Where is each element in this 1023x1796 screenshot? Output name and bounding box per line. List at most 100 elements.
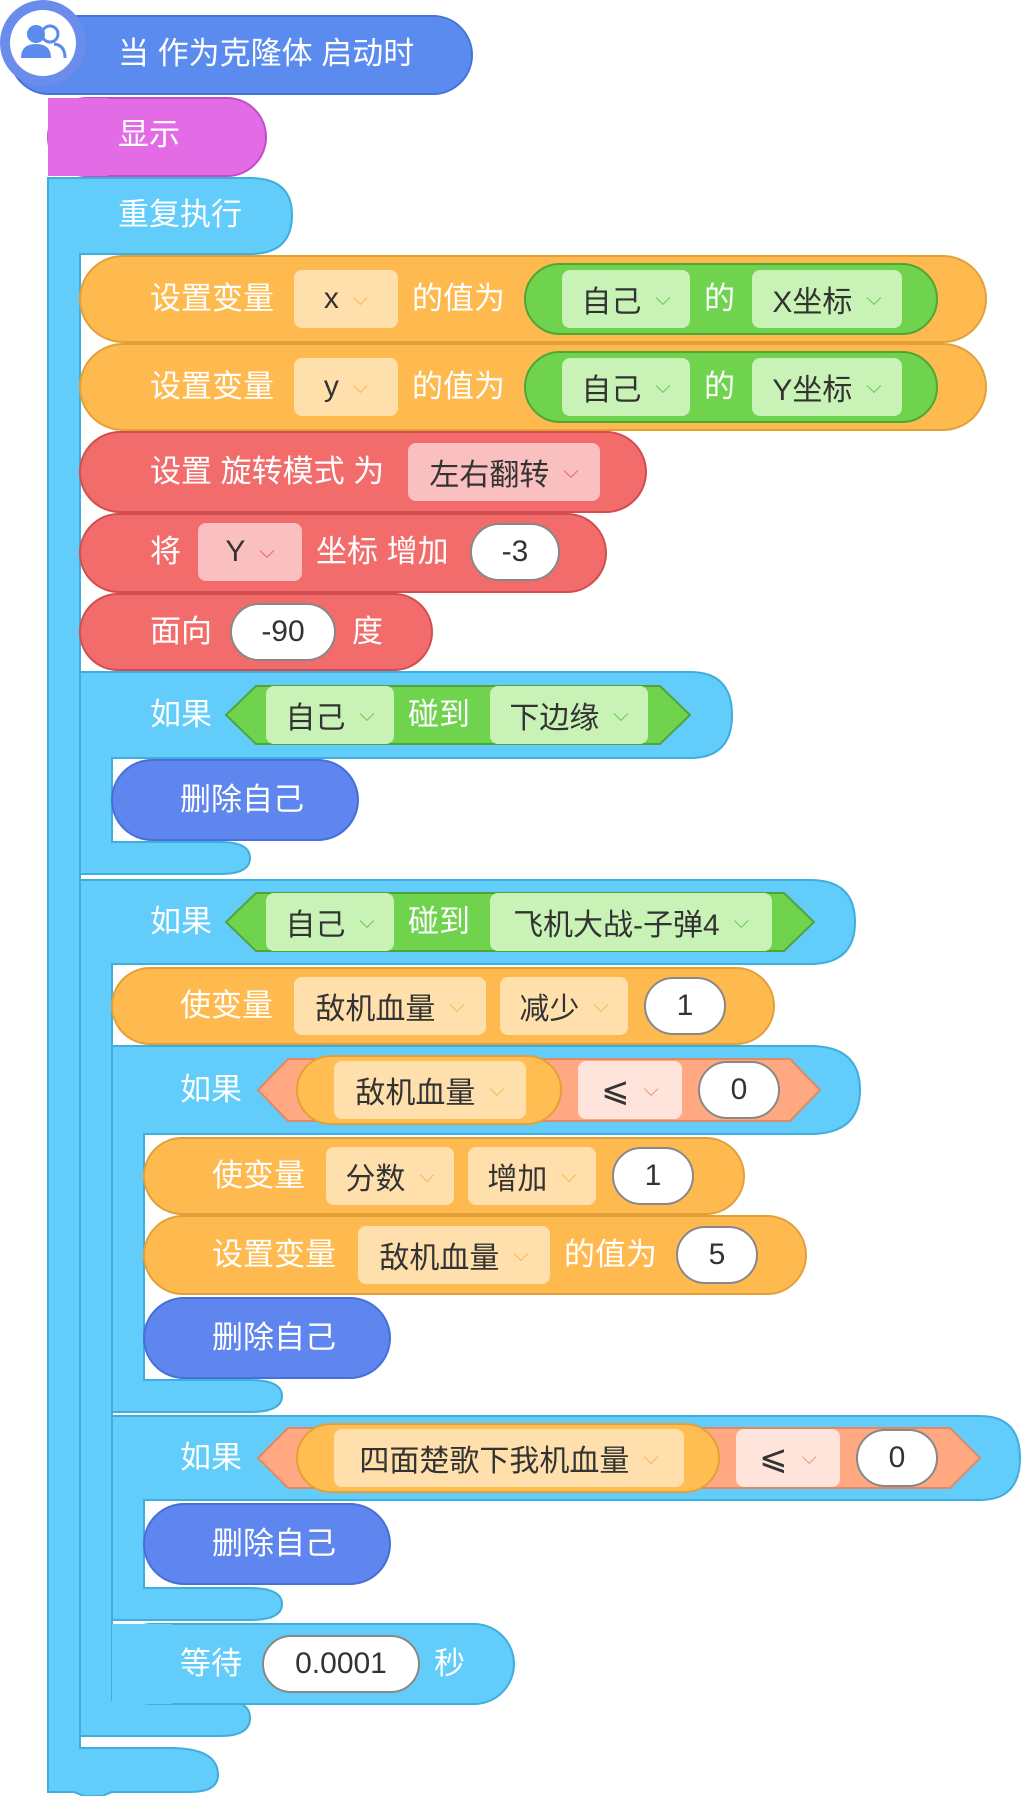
sety-prop-value: Y坐标 (772, 374, 853, 407)
setx-of-label: 的 (704, 281, 735, 316)
rotate-mode-dropdown[interactable]: 左右翻转⌵ (408, 443, 600, 501)
if3-var-dropdown[interactable]: 敌机血量 ⌵ (334, 1061, 526, 1119)
chevron-down-icon: ⌵ (359, 911, 375, 933)
sethp-var-value: 敌机血量 (379, 1242, 500, 1275)
if2-target-dropdown[interactable]: 飞机大战-子弹4 ⌵ (490, 893, 772, 951)
changey-axis-value: Y (225, 535, 246, 568)
sethp-mid-label: 的值为 (564, 1237, 657, 1272)
repeat-block-shape[interactable] (47, 177, 294, 1796)
changey-label: 将 (150, 534, 181, 569)
if3-var-value: 敌机血量 (355, 1077, 476, 1110)
del3-label: 删除自己 (212, 1526, 336, 1561)
chevron-down-icon: ⌵ (655, 376, 671, 398)
if4-cmp-dropdown[interactable]: ⩽⌵ (736, 1429, 840, 1487)
del1-block-shape[interactable] (111, 759, 359, 841)
sethp-var-dropdown[interactable]: 敌机血量 ⌵ (358, 1226, 550, 1284)
del2-block-shape[interactable] (143, 1297, 391, 1379)
if2-label: 如果 (150, 904, 212, 939)
del3-block-shape[interactable] (143, 1503, 391, 1585)
chevron-down-icon: ⌵ (593, 995, 609, 1017)
chgscore-op-value: 增加 (487, 1163, 548, 1196)
if1-target-dropdown[interactable]: 下边缘 ⌵ (490, 686, 648, 744)
setx-var-dropdown[interactable]: x⌵ (294, 270, 398, 328)
if2-target-value: 飞机大战-子弹4 (513, 909, 720, 942)
users-icon (10, 10, 76, 76)
changey-axis-dropdown[interactable]: Y⌵ (198, 523, 302, 581)
sethp-label: 设置变量 (212, 1237, 336, 1272)
show-label: 显示 (118, 117, 180, 152)
setx-prop-value: X坐标 (772, 286, 853, 319)
del2-label: 删除自己 (212, 1320, 336, 1355)
chghp-value-input[interactable]: 1 (644, 977, 726, 1035)
chgscore-var-dropdown[interactable]: 分数 ⌵ (326, 1147, 454, 1205)
chevron-down-icon: ⌵ (352, 376, 369, 398)
if1-target-value: 下边缘 (509, 702, 600, 735)
setx-obj-dropdown[interactable]: 自己 ⌵ (562, 270, 690, 328)
face-value-input[interactable]: -90 (230, 603, 336, 661)
chghp-var-value: 敌机血量 (315, 993, 436, 1026)
chevron-down-icon: ⌵ (449, 995, 465, 1017)
wait-label: 等待 (180, 1646, 242, 1681)
if1-label: 如果 (150, 697, 212, 732)
if4-label: 如果 (180, 1440, 242, 1475)
if3-value-input[interactable]: 0 (698, 1061, 780, 1119)
changey-value-input[interactable]: -3 (470, 523, 560, 581)
chevron-down-icon: ⌵ (801, 1447, 817, 1469)
chgscore-value-input[interactable]: 1 (612, 1147, 694, 1205)
chghp-op-value: 减少 (519, 993, 580, 1026)
setx-obj-value: 自己 (581, 286, 642, 319)
if4-cmp-value: ⩽ (759, 1439, 788, 1477)
chevron-down-icon: ⌵ (733, 911, 749, 933)
if2-block-shape[interactable] (79, 879, 857, 1737)
if3-label: 如果 (180, 1072, 242, 1107)
chevron-down-icon: ⌵ (613, 704, 629, 726)
hat-label: 当 作为克隆体 启动时 (118, 36, 415, 71)
rotate-label: 设置 旋转模式 为 (150, 454, 385, 489)
sety-prop-dropdown[interactable]: Y坐标⌵ (752, 358, 902, 416)
chevron-down-icon: ⌵ (513, 1244, 529, 1266)
sety-var-value: y (323, 370, 339, 403)
if1-obj-dropdown[interactable]: 自己⌵ (266, 686, 394, 744)
chevron-down-icon: ⌵ (259, 541, 275, 563)
repeat-label: 重复执行 (118, 197, 242, 232)
setx-label: 设置变量 (150, 281, 274, 316)
if1-obj-value: 自己 (285, 702, 346, 735)
chevron-down-icon: ⌵ (655, 288, 671, 310)
chgscore-var-value: 分数 (345, 1163, 406, 1196)
chghp-label: 使变量 (180, 988, 273, 1023)
del1-label: 删除自己 (180, 782, 304, 817)
show-left-square (48, 98, 108, 176)
sety-mid-label: 的值为 (412, 369, 505, 404)
chevron-down-icon: ⌵ (866, 288, 882, 310)
wait-left-square (112, 1624, 172, 1704)
if2-touch-label: 碰到 (408, 904, 470, 939)
setx-prop-dropdown[interactable]: X坐标 ⌵ (752, 270, 902, 328)
if4-value-input[interactable]: 0 (856, 1429, 938, 1487)
chevron-down-icon: ⌵ (643, 1447, 659, 1469)
sety-var-dropdown[interactable]: y⌵ (294, 358, 398, 416)
chgscore-op-dropdown[interactable]: 增加 ⌵ (468, 1147, 596, 1205)
chevron-down-icon: ⌵ (419, 1165, 435, 1187)
sety-of-label: 的 (704, 369, 735, 404)
chevron-down-icon: ⌵ (643, 1079, 659, 1101)
setx-var-value: x (323, 282, 339, 315)
chevron-down-icon: ⌵ (561, 1165, 577, 1187)
chghp-var-dropdown[interactable]: 敌机血量 ⌵ (294, 977, 486, 1035)
rotate-mode-value: 左右翻转 (429, 459, 550, 492)
if2-obj-dropdown[interactable]: 自己⌵ (266, 893, 394, 951)
if3-cmp-dropdown[interactable]: ⩽⌵ (578, 1061, 682, 1119)
chgscore-label: 使变量 (212, 1158, 305, 1193)
sety-obj-value: 自己 (581, 374, 642, 407)
chevron-down-icon: ⌵ (489, 1079, 505, 1101)
wait-unit-label: 秒 (434, 1646, 465, 1681)
sety-label: 设置变量 (150, 369, 274, 404)
sethp-value-input[interactable]: 5 (676, 1226, 758, 1284)
if4-var-dropdown[interactable]: 四面楚歌下我机血量 ⌵ (334, 1429, 684, 1487)
sety-obj-dropdown[interactable]: 自己 ⌵ (562, 358, 690, 416)
wait-value-input[interactable]: 0.0001 (262, 1635, 420, 1693)
chghp-op-dropdown[interactable]: 减少 ⌵ (500, 977, 628, 1035)
hat-icon-ring (0, 0, 86, 86)
chevron-down-icon: ⌵ (352, 288, 369, 310)
setx-mid-label: 的值为 (412, 281, 505, 316)
if4-var-value: 四面楚歌下我机血量 (359, 1445, 630, 1478)
